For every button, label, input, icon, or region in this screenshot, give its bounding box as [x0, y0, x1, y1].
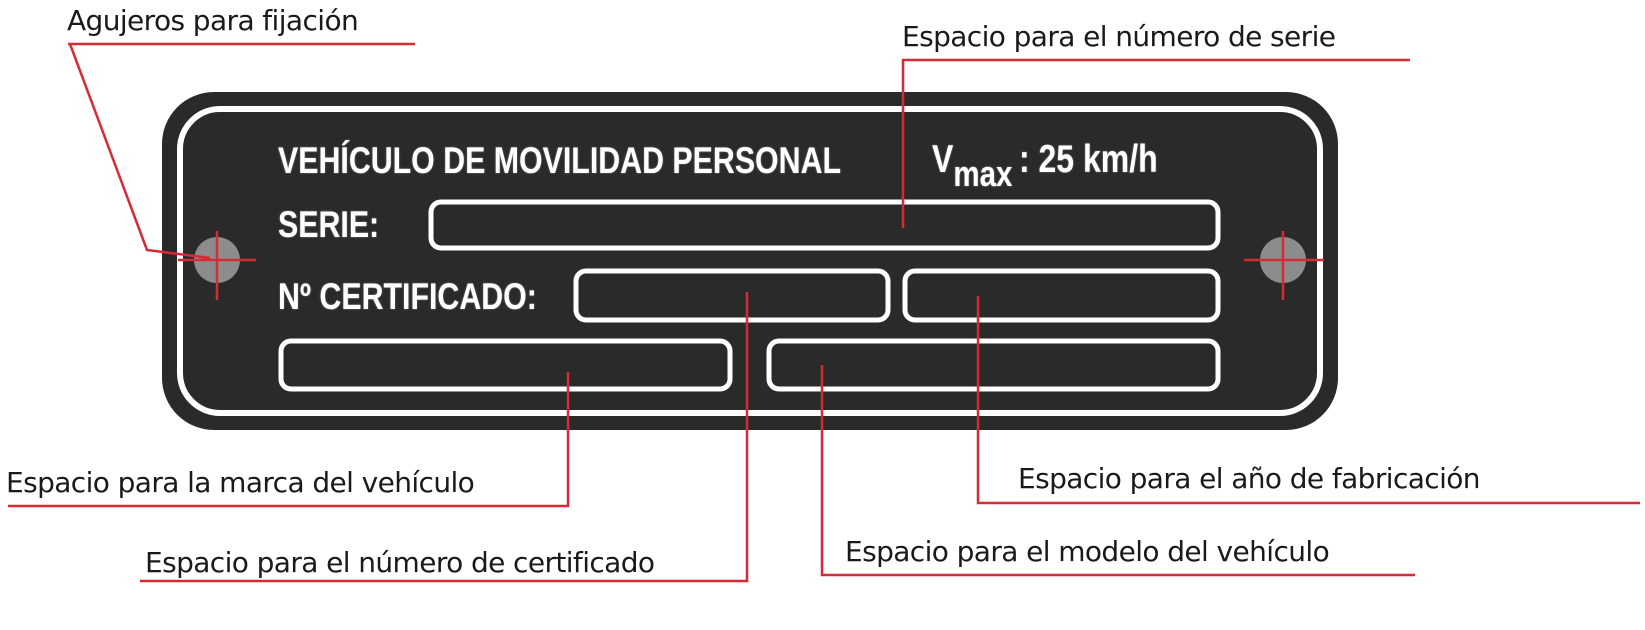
vmax-value: : 25 km/h: [1018, 138, 1158, 181]
plate-body: [162, 92, 1338, 430]
leader-lines: [8, 42, 1640, 583]
vmax-symbol: V: [932, 138, 954, 181]
crosshair-right-icon: [1244, 231, 1324, 300]
leader-year: [976, 296, 1640, 505]
serie-field: [428, 199, 1221, 251]
leader-certificate: [140, 292, 749, 583]
leader-brand: [8, 372, 570, 508]
annotation-brand: Espacio para la marca del vehículo: [6, 466, 475, 499]
leader-serial: [901, 58, 1410, 228]
annotation-manufacture-year: Espacio para el año de fabricación: [1018, 462, 1481, 495]
certificado-label: Nº CERTIFICADO:: [278, 276, 537, 317]
serie-label: SERIE:: [278, 204, 380, 245]
model-field: [766, 338, 1221, 392]
manufacture-year-field: [902, 268, 1221, 323]
certificate-number-field: [573, 268, 891, 323]
annotation-serial-number: Espacio para el número de serie: [902, 20, 1336, 53]
leader-model: [820, 365, 1415, 577]
vmax-label: Vmax: 25 km/h: [932, 138, 1158, 194]
crosshair-left-icon: [178, 231, 256, 300]
vmax-subscript: max: [953, 153, 1013, 194]
plate-title: VEHÍCULO DE MOVILIDAD PERSONAL: [278, 140, 842, 181]
brand-field: [278, 338, 733, 392]
leader-holes-diag: [68, 43, 211, 260]
annotation-model: Espacio para el modelo del vehículo: [845, 535, 1330, 568]
annotation-certificate-number: Espacio para el número de certificado: [145, 546, 655, 579]
annotation-holes: Agujeros para fijación: [67, 4, 359, 37]
